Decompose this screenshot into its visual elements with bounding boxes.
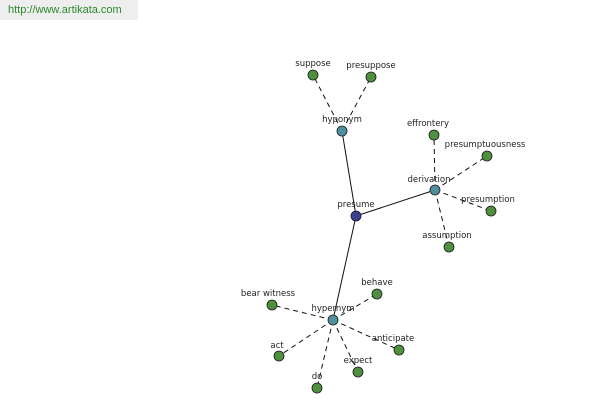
label-hypernym[interactable]: hypernym	[311, 304, 354, 314]
graph-labels: presume hyponym suppose presuppose derivatio…	[241, 59, 526, 382]
node-expect[interactable]	[352, 366, 364, 378]
edge-presume-hyponym	[341, 130, 357, 217]
label-expect[interactable]: expect	[344, 356, 373, 366]
edge-presume-derivation	[355, 189, 436, 217]
node-presuppose[interactable]	[365, 71, 377, 83]
edge-derivation-presumptuousness	[434, 155, 488, 191]
site-url-watermark[interactable]: http://www.artikata.com	[0, 0, 138, 20]
label-derivation[interactable]: derivation	[407, 175, 450, 185]
edge-hypernym-expect	[332, 319, 359, 373]
node-effrontery[interactable]	[428, 129, 440, 141]
edge-hyponym-presuppose	[341, 76, 372, 132]
node-behave[interactable]	[371, 288, 383, 300]
label-behave[interactable]: behave	[361, 278, 392, 288]
label-anticipate[interactable]: anticipate	[372, 334, 415, 344]
edge-presume-hypernym	[332, 215, 357, 321]
node-hyponym[interactable]	[336, 125, 348, 137]
edge-hypernym-bear-witness	[271, 304, 334, 321]
label-suppose[interactable]: suppose	[295, 59, 330, 69]
node-anticipate[interactable]	[393, 344, 405, 356]
label-presuppose[interactable]: presuppose	[346, 61, 395, 71]
label-presumptuousness[interactable]: presumptuousness	[445, 140, 526, 150]
node-presumption[interactable]	[485, 205, 497, 217]
node-suppose[interactable]	[307, 69, 319, 81]
label-bear-witness[interactable]: bear witness	[241, 289, 296, 299]
edge-derivation-effrontery	[433, 134, 436, 191]
label-effrontery[interactable]: effrontery	[407, 119, 449, 129]
edge-hypernym-do	[316, 319, 334, 389]
node-presume[interactable]	[350, 210, 362, 222]
edge-hypernym-act	[278, 319, 334, 357]
graph-edges	[271, 74, 492, 389]
edge-hypernym-anticipate	[332, 319, 400, 351]
label-do[interactable]: do	[312, 372, 323, 382]
edge-derivation-presumption	[434, 189, 492, 212]
graph-nodes	[266, 69, 497, 394]
node-presumptuousness[interactable]	[481, 150, 493, 162]
edge-hyponym-suppose	[312, 74, 343, 132]
edge-derivation-assumption	[434, 189, 450, 248]
node-assumption[interactable]	[443, 241, 455, 253]
node-hypernym[interactable]	[327, 314, 339, 326]
node-bear-witness[interactable]	[266, 299, 278, 311]
label-act[interactable]: act	[270, 341, 284, 351]
node-act[interactable]	[273, 350, 285, 362]
label-hyponym[interactable]: hyponym	[322, 115, 362, 125]
label-presumption[interactable]: presumption	[461, 195, 515, 205]
label-assumption[interactable]: assumption	[422, 231, 471, 241]
node-derivation[interactable]	[429, 184, 441, 196]
node-do[interactable]	[311, 382, 323, 394]
label-presume[interactable]: presume	[337, 200, 374, 210]
